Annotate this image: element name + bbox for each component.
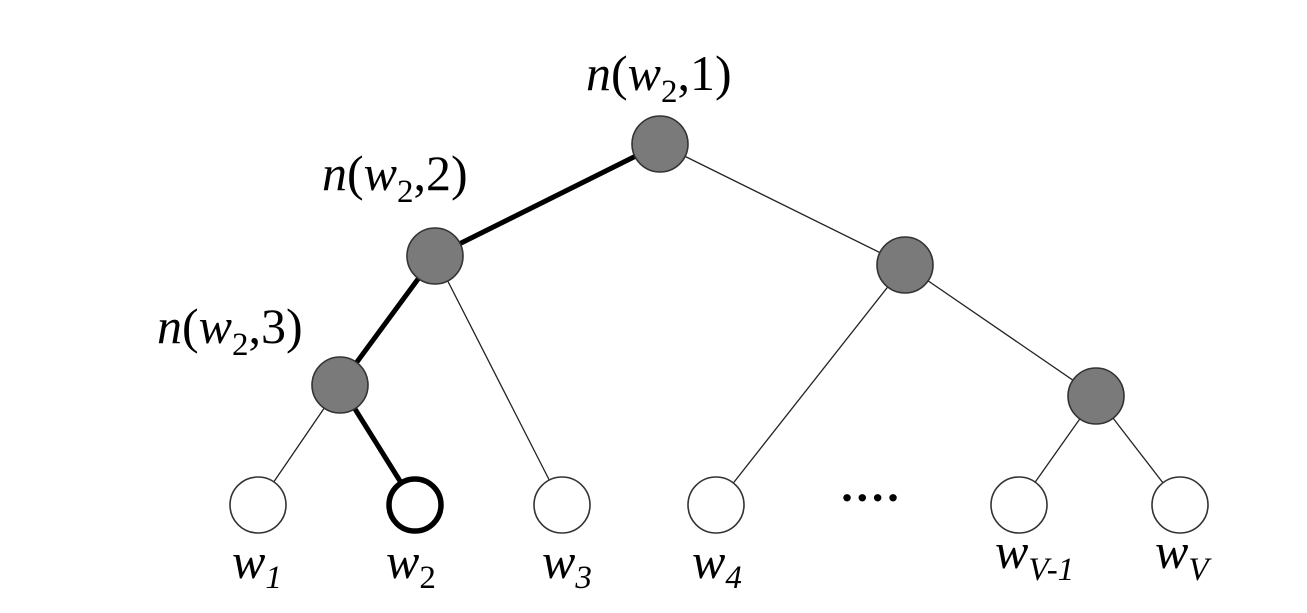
edge-right-w4 bbox=[715, 264, 906, 506]
leaf-nodes bbox=[229, 476, 1209, 534]
leaf-w4 bbox=[687, 476, 745, 534]
edge-root-right bbox=[659, 143, 906, 266]
node-root bbox=[631, 115, 689, 173]
edge-l2-w3 bbox=[434, 255, 563, 506]
leaf-label-w4: w4 bbox=[692, 533, 742, 596]
leaf-label-w2: w2 bbox=[386, 533, 436, 596]
node-right2 bbox=[1067, 367, 1125, 425]
leaf-w2 bbox=[386, 476, 444, 534]
leaf-label-wv: wV bbox=[1155, 523, 1212, 588]
leaf-wv-1 bbox=[990, 476, 1048, 534]
label-level2: n(w2,2) bbox=[322, 145, 468, 210]
label-level3: n(w2,3) bbox=[157, 298, 303, 363]
leaf-label-w1: w1 bbox=[232, 533, 282, 596]
leaf-label-w3: w3 bbox=[542, 533, 592, 596]
leaf-label-wv-1: wV-1 bbox=[995, 523, 1074, 588]
label-root: n(w2,1) bbox=[586, 45, 732, 110]
ellipsis: ···· bbox=[839, 472, 900, 523]
leaf-w1 bbox=[229, 476, 287, 534]
node-level2 bbox=[406, 227, 464, 285]
inner-nodes bbox=[311, 115, 1125, 425]
leaf-w3 bbox=[533, 476, 591, 534]
node-right bbox=[876, 236, 934, 294]
leaf-wv bbox=[1151, 476, 1209, 534]
node-level3 bbox=[311, 356, 369, 414]
edge-right-right2 bbox=[904, 264, 1097, 397]
path-edge-root-l2 bbox=[432, 141, 663, 259]
